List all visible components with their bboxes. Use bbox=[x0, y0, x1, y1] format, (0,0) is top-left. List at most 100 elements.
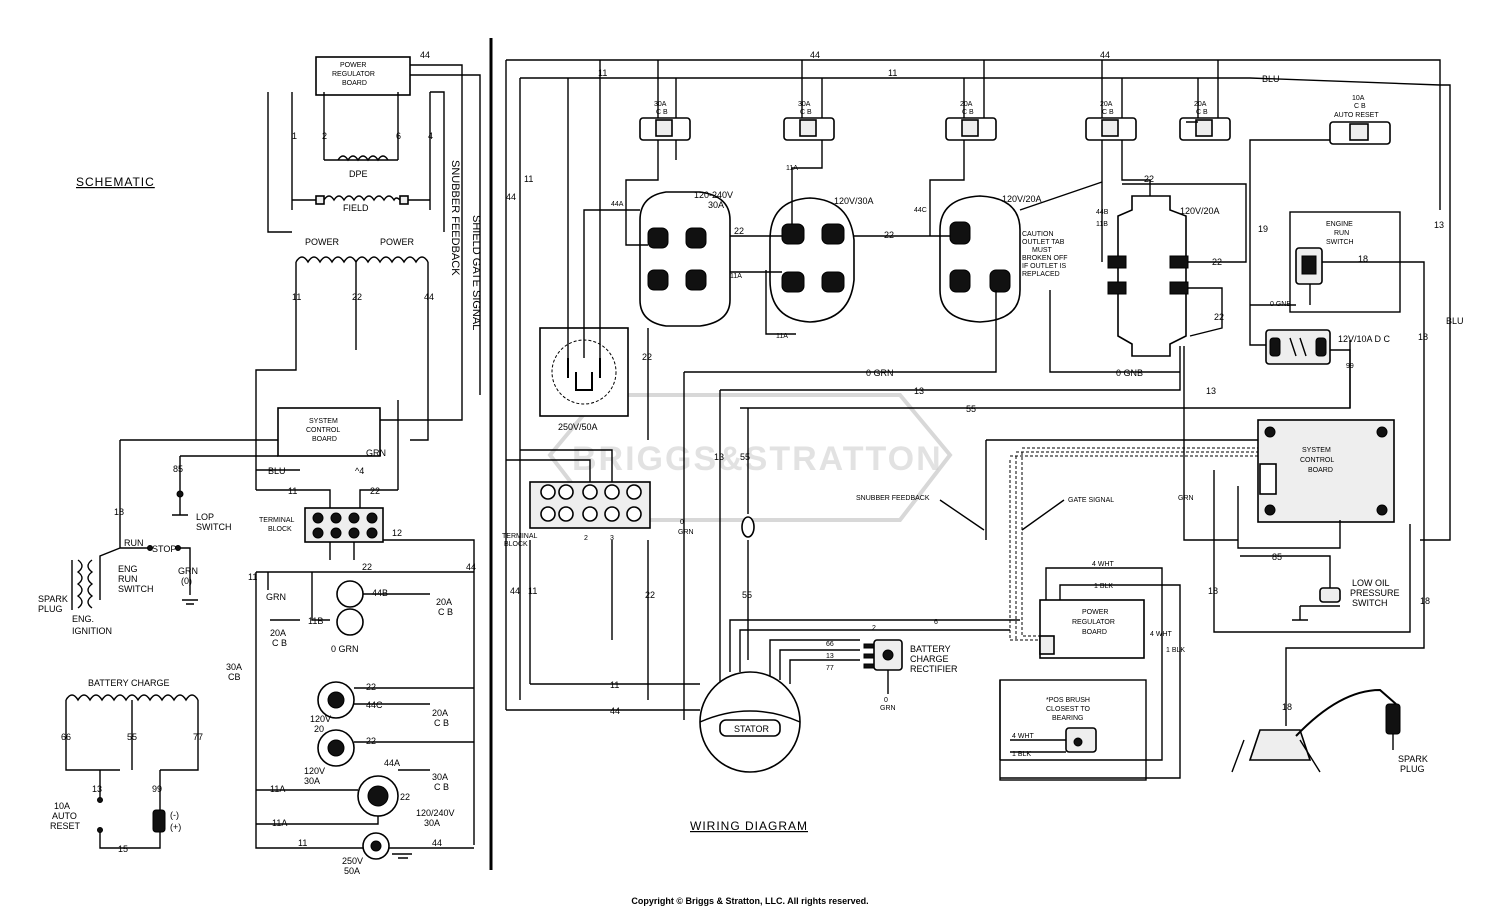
schematic-auto-reset-1: 10A bbox=[54, 801, 70, 811]
schematic-wire-1: 1 bbox=[292, 131, 297, 141]
caution-6: REPLACED bbox=[1022, 271, 1060, 278]
breaker-30a-2[interactable]: 30A C B bbox=[783, 101, 835, 141]
wiring-11a-c: 11A bbox=[776, 333, 788, 340]
schematic-cb30a-1: 30A bbox=[226, 662, 242, 672]
schematic-power-left: POWER bbox=[305, 237, 340, 247]
schematic-wire-44-250: 44 bbox=[432, 838, 442, 848]
schematic-wire-44b: 44B bbox=[372, 588, 388, 598]
wiring-13-stator: 13 bbox=[826, 653, 834, 660]
wiring-22-down: 22 bbox=[642, 352, 652, 362]
breaker-30a-1[interactable]: 30A C B bbox=[639, 101, 691, 141]
wiring-1blk-b: 1 BLK bbox=[1166, 647, 1185, 654]
breaker-20a-2-sub: C B bbox=[1102, 109, 1114, 116]
wiring-55-v: 55 bbox=[740, 452, 750, 462]
schematic-dpe-label: DPE bbox=[349, 169, 368, 179]
schematic-wire-6: 6 bbox=[396, 131, 401, 141]
schematic-ers-2: RUN bbox=[118, 574, 138, 584]
schematic-prb-line3: BOARD bbox=[342, 80, 367, 87]
wiring-44c: 44C bbox=[914, 207, 927, 214]
wiring-11-v: 11 bbox=[524, 174, 533, 184]
breaker-10a-extra: AUTO RESET bbox=[1334, 112, 1379, 119]
schematic-run: RUN bbox=[124, 538, 144, 548]
schematic-cb20c-2: C B bbox=[434, 718, 449, 728]
breaker-20a-3[interactable]: 20A C B bbox=[1179, 101, 1231, 141]
schematic-wire-22-r1: 22 bbox=[366, 682, 376, 692]
breaker-30a-1-rating: 30A bbox=[654, 101, 667, 108]
wiring-44a: 44A bbox=[611, 201, 624, 208]
wiring-22-left: 22 bbox=[645, 590, 655, 600]
breaker-10a-sub: C B bbox=[1354, 103, 1366, 110]
schematic-cb20b-2: C B bbox=[272, 638, 287, 648]
schematic-title: SCHEMATIC bbox=[76, 175, 155, 189]
breaker-20a-2[interactable]: 20A C B bbox=[1085, 101, 1137, 141]
stator-label: STATOR bbox=[734, 724, 770, 734]
schematic-battery-charge: BATTERY CHARGE bbox=[88, 678, 170, 688]
wiring-tb-num-3: 3 bbox=[610, 535, 614, 542]
wiring-terminal-block: TERMINAL BLOCK 2 3 22 44 11 22 bbox=[502, 328, 655, 700]
schematic-spark-1: SPARK bbox=[38, 594, 68, 604]
wiring-snubber-feedback: SNUBBER FEEDBACK bbox=[856, 495, 930, 502]
breaker-20a-1[interactable]: 20A C B bbox=[945, 101, 997, 141]
schematic-wire-66: 66 bbox=[61, 732, 71, 742]
wiring-tb-num-2: 2 bbox=[584, 535, 588, 542]
schematic-auto-reset-2: AUTO bbox=[52, 811, 77, 821]
caution-4: BROKEN OFF bbox=[1022, 255, 1068, 262]
breaker-10a-auto-reset[interactable]: 10A C B AUTO RESET bbox=[1329, 95, 1391, 145]
schematic-wire-15: 15 bbox=[118, 844, 128, 854]
wiring-13-h: 13 bbox=[914, 386, 924, 396]
schematic-r250-2: 50A bbox=[344, 866, 360, 876]
wiring-prb-3: BOARD bbox=[1082, 629, 1107, 636]
schematic-wire-13: 13 bbox=[92, 784, 102, 794]
wiring-85: 85 bbox=[1272, 552, 1282, 562]
schematic-tb-2: BLOCK bbox=[268, 526, 292, 533]
stator: STATOR 11 44 2 6 66 13 77 bbox=[506, 619, 1020, 773]
bcr-0: 0 bbox=[884, 697, 888, 704]
bcr-2: CHARGE bbox=[910, 654, 949, 664]
schematic-r250-1: 250V bbox=[342, 856, 363, 866]
pos-brush-wht: 4 WHT bbox=[1012, 733, 1035, 740]
schematic-snubber-feedback: SNUBBER FEEDBACK bbox=[449, 160, 461, 276]
schematic-scb-line2: CONTROL bbox=[306, 427, 340, 434]
breaker-30a-2-sub: C B bbox=[800, 109, 812, 116]
schematic-cb30b-1: 30A bbox=[432, 772, 448, 782]
wiring-power-regulator-board: POWER REGULATOR BOARD 4 WHT 1 BLK 4 WHT … bbox=[999, 561, 1185, 779]
wiring-top-44-c: 44 bbox=[1100, 50, 1110, 60]
watermark-text: BRIGGS&STRATTON bbox=[572, 440, 943, 478]
schematic-power-right: POWER bbox=[380, 237, 415, 247]
schematic-grn-out: GRN bbox=[266, 592, 286, 602]
schematic-field-label: FIELD bbox=[343, 203, 369, 213]
wiring-22-r4: 22 bbox=[1144, 174, 1154, 184]
schematic-stop: STOP bbox=[152, 544, 176, 554]
schematic-plus: (+) bbox=[170, 822, 181, 832]
wiring-4wht-b: 4 WHT bbox=[1150, 631, 1173, 638]
ignition-spark-plug: 18 SPARK PLUG bbox=[1231, 590, 1428, 774]
rcpt-250-box bbox=[539, 327, 629, 417]
wiring-system-control-board: SYSTEM CONTROL BOARD GRN bbox=[1178, 346, 1411, 633]
schematic-ign-1: ENG. bbox=[72, 614, 94, 624]
breaker-20a-2-rating: 20A bbox=[1100, 101, 1113, 108]
wiring-scb-1: SYSTEM bbox=[1302, 447, 1331, 454]
schematic-wire-4: 4 bbox=[428, 131, 433, 141]
wiring-1blk: 1 BLK bbox=[1094, 583, 1113, 590]
schematic-wire-22-r2: 22 bbox=[366, 736, 376, 746]
wiring-scb-2: CONTROL bbox=[1300, 457, 1334, 464]
dc-outlet-12v: 12V/10A D C 99 19 13 BLU 18 bbox=[1249, 139, 1464, 408]
wiring-11-left: 11 bbox=[528, 586, 537, 596]
receptacle-120-240v-30a: 120-240V 30A 44A bbox=[611, 140, 733, 327]
wiring-inline-fuse bbox=[741, 516, 755, 538]
rcpt-120-240-label-1: 120-240V bbox=[694, 190, 733, 200]
wiring-13-v: 13 bbox=[714, 452, 724, 462]
schematic-prb-line2: REGULATOR bbox=[332, 71, 375, 78]
schematic-wire-55: 55 bbox=[127, 732, 137, 742]
schematic-wire-18: 18 bbox=[114, 507, 124, 517]
schematic-r30-1: 120V bbox=[304, 766, 325, 776]
wiring-title: WIRING DIAGRAM bbox=[690, 819, 808, 833]
engine-run-switch[interactable]: ENGINE RUN SWITCH 18 0 GNB bbox=[1250, 211, 1425, 590]
receptacle-250v-50a: 250V/50A 11 44 bbox=[506, 60, 640, 432]
wiring-44b: 44B bbox=[1096, 209, 1109, 216]
ers-1: ENGINE bbox=[1326, 221, 1353, 228]
schematic-r240-1: 120/240V bbox=[416, 808, 455, 818]
dc-outlet-label: 12V/10A D C bbox=[1338, 334, 1391, 344]
schematic-duplex-outlet-bottom bbox=[336, 608, 364, 636]
